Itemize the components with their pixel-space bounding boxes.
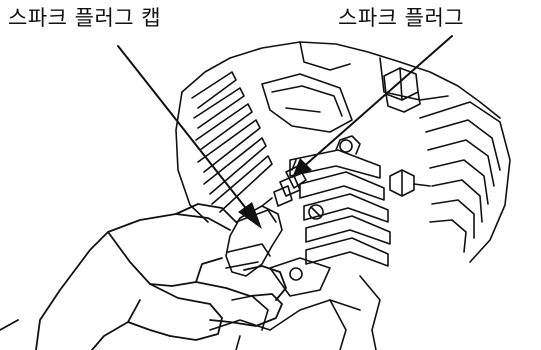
cooling-fins-right (419, 101, 511, 263)
rocker-cover (261, 73, 353, 133)
leader-arrows (117, 35, 453, 217)
callout-spark-plug-cap: 스파크 플러그 캡 (8, 6, 162, 30)
callout-spark-plug: 스파크 플러그 (338, 6, 465, 30)
hex-bolt-right (389, 169, 431, 197)
arrowheads (238, 158, 312, 229)
lower-linkage (209, 257, 381, 350)
arrowhead-spark-plug-cap (238, 202, 262, 229)
hand (0, 203, 287, 350)
cooling-fins-left (191, 71, 273, 213)
arrowhead-spark-plug (292, 158, 312, 178)
engine-housing (175, 41, 501, 223)
leader-line-spark-plug (301, 35, 453, 169)
cylinder-block (289, 135, 391, 267)
block-bolt (308, 204, 324, 220)
leader-line-spark-plug-cap (117, 45, 253, 217)
spark-plug (273, 159, 307, 207)
